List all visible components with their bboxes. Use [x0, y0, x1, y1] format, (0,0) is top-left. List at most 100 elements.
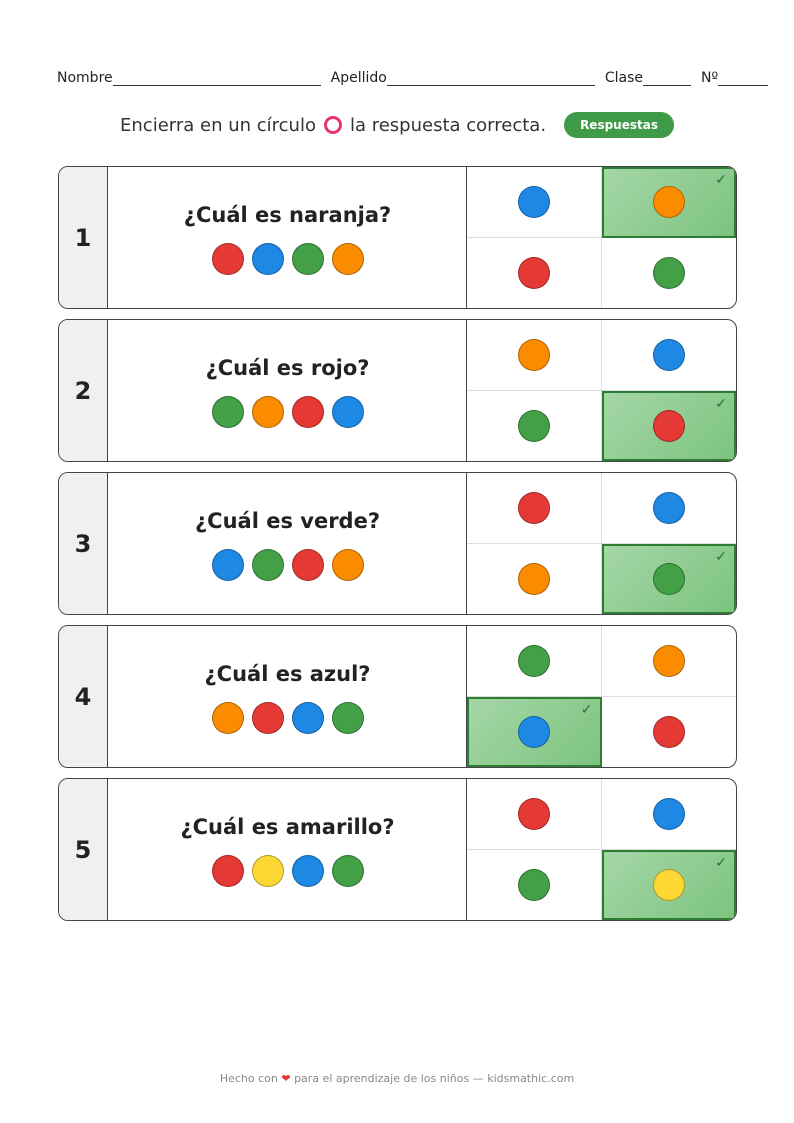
- blue-dot: [331, 396, 364, 428]
- instruction-text-end: la respuesta correcta.: [349, 114, 547, 136]
- orange-dot: [517, 562, 550, 595]
- answer-option-correct[interactable]: ✓: [467, 696, 602, 767]
- blue-dot: [518, 715, 551, 748]
- answer-options: ✓: [467, 779, 736, 920]
- question-row: 2 ¿Cuál es rojo? ✓: [58, 319, 737, 462]
- checkmark-icon: ✓: [715, 172, 727, 188]
- blue-dot: [211, 549, 244, 581]
- footer-text-start: Hecho con: [219, 1072, 278, 1085]
- red-dot: [291, 396, 324, 428]
- orange-dot: [211, 702, 244, 734]
- answer-option[interactable]: [601, 626, 736, 697]
- blue-dot: [652, 338, 685, 371]
- orange-dot: [251, 396, 284, 428]
- instruction: Encierra en un círculo la respuesta corr…: [0, 112, 794, 138]
- answer-option-correct[interactable]: ✓: [601, 167, 736, 238]
- orange-dot: [331, 243, 364, 275]
- blue-dot: [652, 797, 685, 830]
- answer-option[interactable]: [601, 779, 736, 850]
- question-text: ¿Cuál es amarillo?: [180, 815, 395, 839]
- answer-option[interactable]: [467, 626, 602, 697]
- question-text: ¿Cuál es verde?: [194, 509, 381, 533]
- question-panel: ¿Cuál es amarillo?: [109, 779, 467, 920]
- question-row: 3 ¿Cuál es verde? ✓: [58, 472, 737, 615]
- red-dot: [211, 855, 244, 887]
- answer-option-correct[interactable]: ✓: [601, 849, 736, 920]
- answer-options: ✓: [467, 320, 736, 461]
- red-dot: [517, 491, 550, 524]
- circle-icon: [323, 116, 342, 134]
- blue-dot: [291, 855, 324, 887]
- green-dot: [517, 409, 550, 442]
- answer-option[interactable]: [467, 473, 602, 544]
- red-dot: [652, 409, 685, 442]
- answer-option[interactable]: [467, 390, 602, 461]
- instruction-text-start: Encierra en un círculo: [120, 114, 316, 136]
- footer-text-end: para el aprendizaje de los niños — kidsm…: [294, 1072, 575, 1085]
- green-dot: [652, 256, 685, 289]
- checkmark-icon: ✓: [715, 854, 727, 871]
- answer-option[interactable]: [602, 238, 737, 309]
- orange-dot: [331, 549, 364, 581]
- question-number: 1: [59, 167, 108, 308]
- heart-icon: ❤: [281, 1072, 291, 1085]
- question-panel: ¿Cuál es rojo?: [109, 320, 467, 461]
- answer-option[interactable]: [467, 779, 602, 850]
- student-info-header: Nombre Apellido Clase Nº: [57, 70, 778, 86]
- clase-field[interactable]: [642, 71, 691, 86]
- yellow-dot: [251, 855, 284, 887]
- yellow-dot: [652, 868, 685, 901]
- green-dot: [211, 396, 244, 428]
- answer-option[interactable]: [601, 320, 736, 391]
- answer-options: ✓: [467, 167, 736, 308]
- answer-options: ✓: [467, 473, 736, 614]
- question-text: ¿Cuál es naranja?: [183, 203, 392, 227]
- answer-option[interactable]: [602, 697, 737, 768]
- question-panel: ¿Cuál es verde?: [109, 473, 467, 614]
- question-row: 4 ¿Cuál es azul? ✓: [58, 625, 737, 768]
- clase-label: Clase: [604, 70, 643, 86]
- question-number: 3: [59, 473, 108, 614]
- question-text: ¿Cuál es azul?: [204, 662, 371, 686]
- green-dot: [251, 549, 284, 581]
- red-dot: [517, 256, 550, 289]
- color-sequence: [109, 396, 466, 428]
- numero-label: Nº: [700, 70, 719, 86]
- blue-dot: [251, 243, 284, 275]
- apellido-field[interactable]: [386, 71, 595, 86]
- answer-option[interactable]: [467, 849, 602, 920]
- nombre-field[interactable]: [112, 71, 321, 86]
- answer-option[interactable]: [467, 167, 602, 238]
- checkmark-icon: ✓: [715, 548, 727, 565]
- question-number: 2: [59, 320, 108, 461]
- question-panel: ¿Cuál es naranja?: [109, 167, 467, 308]
- answer-option-correct[interactable]: ✓: [601, 543, 736, 614]
- numero-field[interactable]: [718, 71, 769, 86]
- footer: Hecho con ❤ para el aprendizaje de los n…: [0, 1072, 794, 1085]
- red-dot: [251, 702, 284, 734]
- blue-dot: [517, 185, 550, 218]
- question-number: 4: [59, 626, 108, 767]
- answer-option[interactable]: [467, 320, 602, 391]
- green-dot: [291, 243, 324, 275]
- color-sequence: [109, 855, 466, 887]
- answer-option[interactable]: [601, 473, 736, 544]
- question-text: ¿Cuál es rojo?: [205, 356, 370, 380]
- green-dot: [652, 562, 685, 595]
- apellido-label: Apellido: [330, 70, 387, 86]
- blue-dot: [291, 702, 324, 734]
- red-dot: [211, 243, 244, 275]
- red-dot: [652, 715, 685, 748]
- question-row: 5 ¿Cuál es amarillo? ✓: [58, 778, 737, 921]
- answers-button[interactable]: Respuestas: [564, 112, 674, 138]
- answer-option[interactable]: [467, 237, 602, 308]
- question-panel: ¿Cuál es azul?: [109, 626, 467, 767]
- answer-option[interactable]: [467, 543, 602, 614]
- color-sequence: [109, 243, 466, 275]
- answer-option-correct[interactable]: ✓: [601, 390, 736, 461]
- red-dot: [517, 797, 550, 830]
- question-number: 5: [59, 779, 108, 920]
- answer-options: ✓: [467, 626, 736, 767]
- nombre-label: Nombre: [57, 70, 113, 86]
